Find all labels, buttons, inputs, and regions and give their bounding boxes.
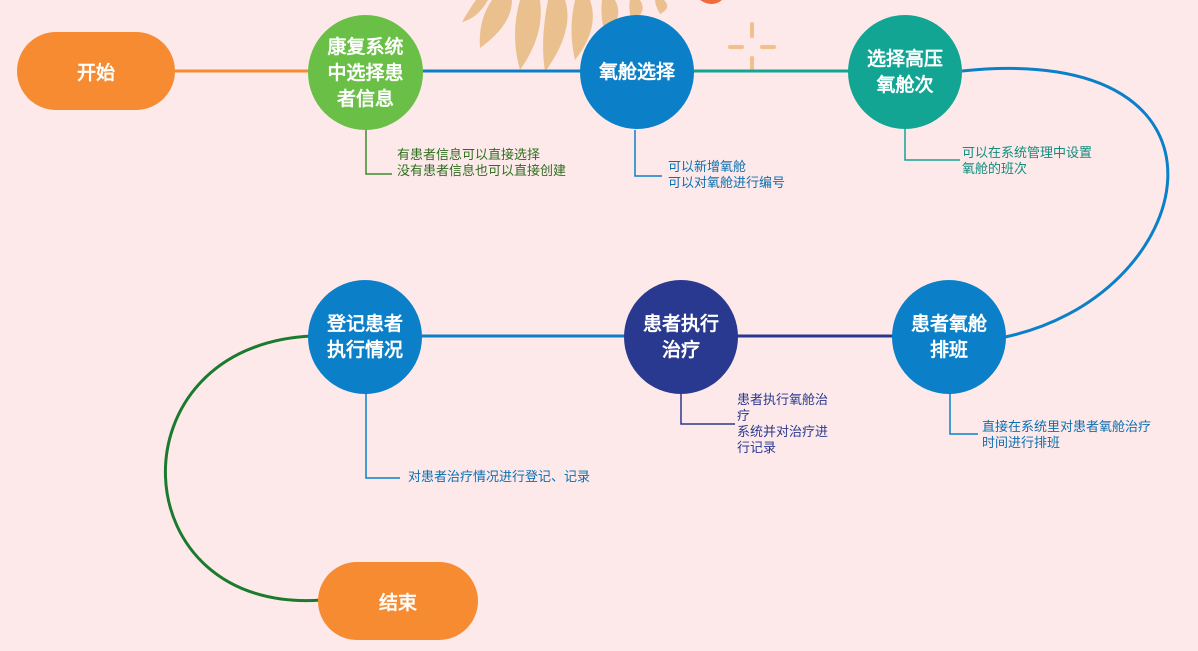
select-session-node: 选择高压 氧舱次 <box>848 15 962 129</box>
flower-petal <box>515 0 541 70</box>
flower-petal <box>479 0 512 48</box>
flower-petal <box>462 0 488 22</box>
flower-petal <box>655 0 668 14</box>
note-register: 对患者治疗情况进行登记、记录 <box>408 470 591 485</box>
flower-petal <box>571 0 593 60</box>
sparkle-decoration <box>728 22 776 72</box>
connector-session-schedule <box>961 67 1170 340</box>
schedule-node: 患者氧舱 排班 <box>892 280 1006 394</box>
flower-petal <box>543 0 568 72</box>
note-schedule: 直接在系统里对患者氧舱治疗 时间进行排班 <box>982 420 1152 451</box>
connector-register-end <box>164 334 323 602</box>
note-select-session: 可以在系统管理中设置 氧舱的班次 <box>962 146 1093 177</box>
start-node: 开始 <box>17 32 175 110</box>
note-select-patient: 有患者信息可以直接选择 没有患者信息也可以直接创建 <box>397 148 567 179</box>
leader-register <box>365 392 400 479</box>
execute-node: 患者执行 治疗 <box>624 280 738 394</box>
chamber-select-node: 氧舱选择 <box>580 15 694 129</box>
note-execute: 患者执行氧舱治 疗 系统并对治疗进 行记录 <box>737 393 829 456</box>
leader-select-patient <box>365 128 392 175</box>
end-node: 结束 <box>318 562 478 640</box>
leader-select-session <box>904 128 960 161</box>
select-patient-node: 康复系统 中选择患 者信息 <box>308 15 423 130</box>
flower-decoration <box>462 0 722 72</box>
note-chamber-select: 可以新增氧舱 可以对氧舱进行编号 <box>668 160 786 191</box>
register-node: 登记患者 执行情况 <box>308 280 422 394</box>
leader-execute <box>680 393 735 425</box>
flower-dot <box>700 0 722 4</box>
leader-schedule <box>949 392 978 435</box>
leader-chamber-select <box>634 130 662 177</box>
